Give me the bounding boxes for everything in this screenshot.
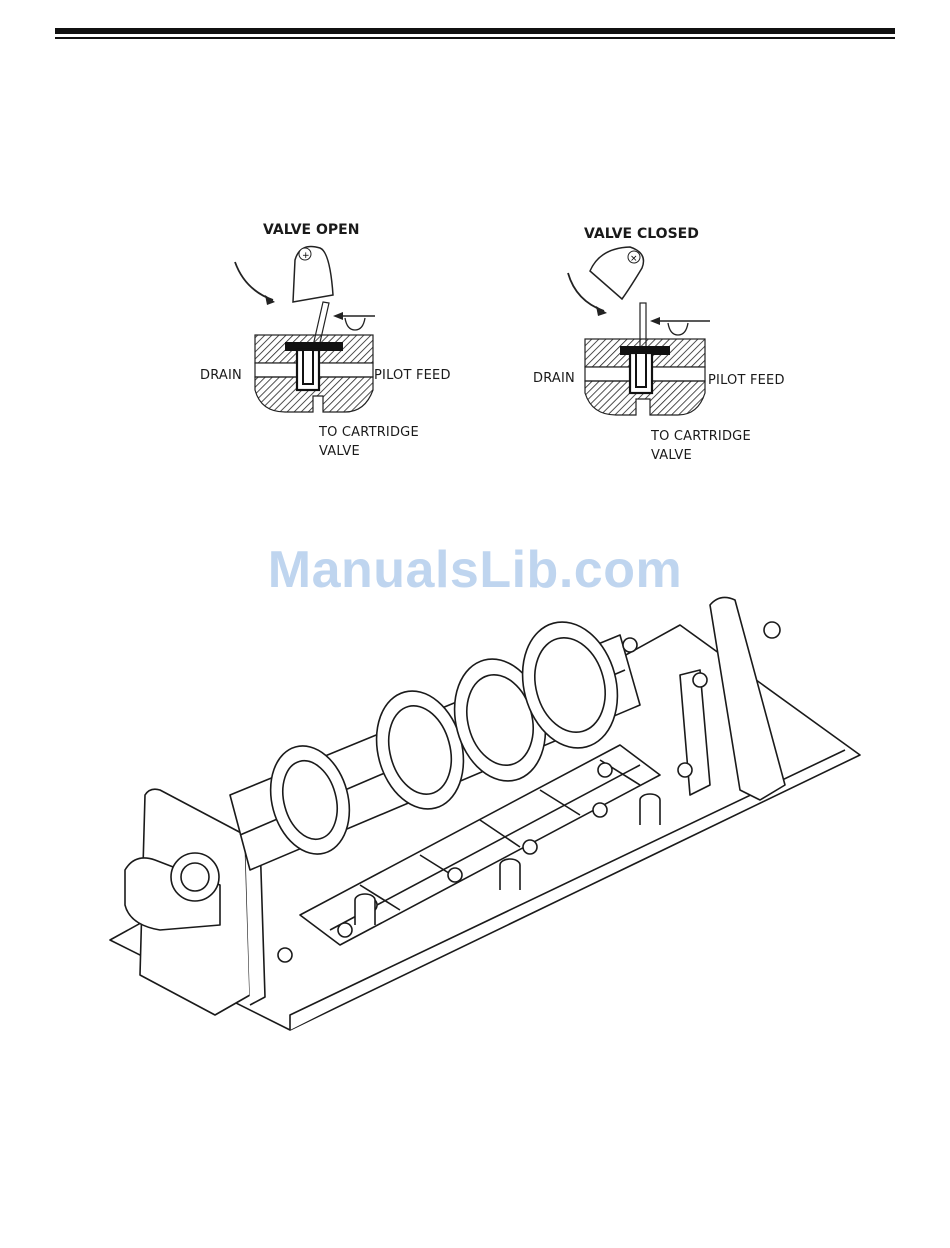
cam-lobe-icon xyxy=(293,247,333,303)
header-rule-thick xyxy=(55,28,895,34)
svg-text:+: + xyxy=(302,251,310,261)
valve-open-drain-label: DRAIN xyxy=(200,367,242,386)
valve-open-pilot-label: PILOT FEED xyxy=(374,367,451,386)
valve-open-diagram: + xyxy=(225,240,465,420)
valve-closed-title: VALVE CLOSED xyxy=(584,226,699,242)
svg-text:×: × xyxy=(630,254,638,264)
valve-closed-dest-line1: TO CARTRIDGE xyxy=(651,428,751,447)
valve-open-dest-line1: TO CARTRIDGE xyxy=(319,424,419,443)
valve-closed-dest-line2: VALVE xyxy=(651,447,692,466)
valve-closed-diagram: × xyxy=(560,243,800,423)
valve-closed-pilot-label: PILOT FEED xyxy=(708,372,785,391)
camshaft-assembly-icon xyxy=(100,585,870,1039)
valve-open-dest-line2: VALVE xyxy=(319,443,360,462)
valve-open-title: VALVE OPEN xyxy=(263,222,359,238)
watermark: ManualsLib.com xyxy=(0,540,950,600)
header-rule-thin xyxy=(55,37,895,39)
valve-closed-drain-label: DRAIN xyxy=(533,370,575,389)
